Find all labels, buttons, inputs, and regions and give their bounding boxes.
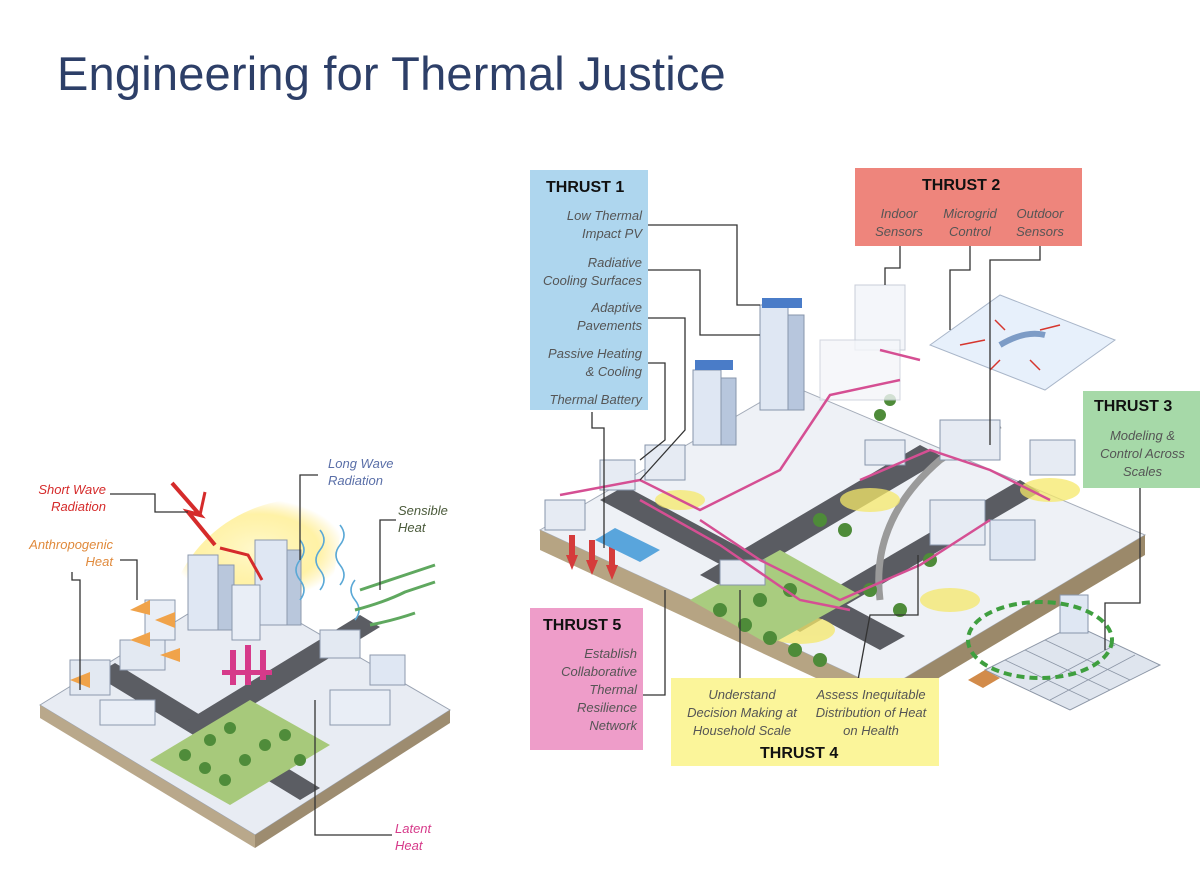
thrust-3-box — [1083, 391, 1200, 488]
right-trees — [713, 394, 937, 667]
right-park — [690, 550, 860, 645]
left-anthropogenic-arrows — [70, 600, 180, 688]
thrust-1-item-passive-heating-cooling: Passive Heating & Cooling — [548, 346, 642, 379]
radiative-surface — [595, 528, 660, 562]
left-park — [150, 700, 330, 805]
thrust-4-item-decision-making: Understand Decision Making at Household … — [687, 687, 797, 738]
sensible-heat-label: Sensible Heat — [398, 503, 448, 535]
thrust-4-box — [671, 678, 939, 766]
thrust-1-title: THRUST 1 — [546, 179, 625, 196]
right-slab-side-right — [885, 535, 1145, 710]
thrust-1-item-low-thermal-pv: Low Thermal Impact PV — [566, 208, 642, 241]
thrust-5-title: THRUST 5 — [543, 617, 622, 634]
thrust-1-item-adaptive-pavements: Adaptive Pavements — [576, 300, 642, 333]
thrust-2-item-indoor-sensors: Indoor Sensors — [875, 206, 923, 239]
left-sensible-arrows — [354, 563, 436, 627]
right-slab-side-left — [540, 530, 885, 710]
thermal-network-pipes — [559, 348, 1051, 612]
slide-title: Engineering for Thermal Justice — [57, 47, 726, 100]
thrust-5-box — [530, 608, 643, 750]
thrust-2-item-outdoor-sensors: Outdoor Sensors — [1016, 206, 1064, 239]
thrust-1-item-radiative-cooling: Radiative Cooling Surfaces — [543, 255, 642, 288]
thrust-2-box — [855, 168, 1082, 246]
left-slab-side-right — [255, 710, 450, 848]
thrust-2-title: THRUST 2 — [922, 177, 1001, 194]
left-long-wave-squiggles — [295, 524, 360, 621]
slab-heat-arrows — [566, 535, 618, 580]
short-wave-radiation-label: Short Wave Radiation — [38, 482, 106, 514]
thrust-3-title: THRUST 3 — [1094, 398, 1173, 415]
left-latent-arrows — [222, 645, 272, 685]
right-leader-lines — [591, 224, 1141, 696]
left-slab-side-left — [40, 705, 255, 848]
latent-heat-label: Latent Heat — [395, 821, 432, 853]
scales-grid — [966, 594, 1162, 711]
left-city-diagram — [39, 474, 451, 848]
left-short-wave-arrows — [170, 481, 264, 581]
thrust-1-box — [530, 170, 648, 410]
anthropogenic-heat-label: Anthropogenic Heat — [29, 537, 113, 569]
thrust-5-item-collaborative-network: Establish Collaborative Thermal Resilien… — [561, 646, 637, 733]
microgrid-board — [928, 294, 1117, 391]
right-buildings — [544, 284, 1076, 586]
thrust-2-item-microgrid-control: Microgrid Control — [943, 206, 997, 239]
thrust-4-item-inequitable-distribution: Assess Inequitable Distribution of Heat … — [815, 687, 927, 738]
left-trees — [179, 722, 306, 786]
left-leader-lines — [71, 474, 396, 836]
long-wave-radiation-label: Long Wave Radiation — [328, 456, 394, 488]
thrust-1-item-thermal-battery: Thermal Battery — [549, 392, 642, 407]
right-city-diagram — [538, 284, 1162, 711]
thrust-4-title: THRUST 4 — [760, 745, 839, 762]
thrust-3-item-modeling-control: Modeling & Control Across Scales — [1100, 428, 1185, 479]
